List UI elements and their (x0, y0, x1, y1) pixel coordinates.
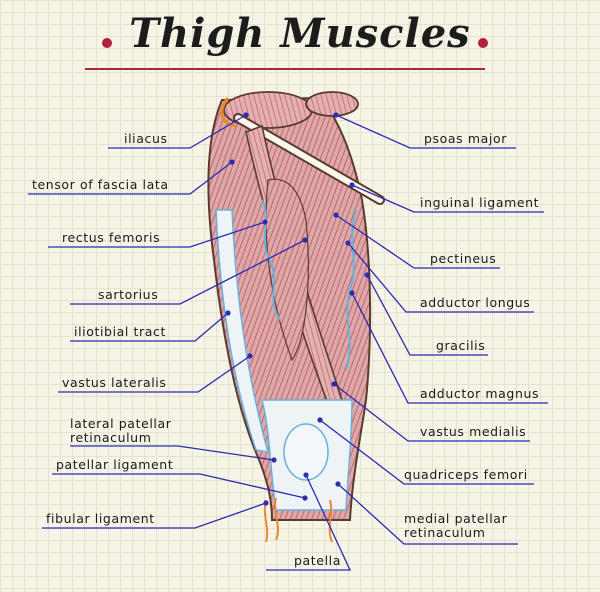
leader-vastus-lateralis (58, 355, 251, 393)
dot-med-retinaculum (335, 481, 341, 487)
leader-quadriceps (319, 419, 534, 485)
tendon-wave-1 (261, 199, 281, 321)
label-lateral-patellar-retinaculum-2: retinaculum (70, 430, 152, 445)
dot-vastus-lateralis (247, 353, 253, 359)
label-iliotibial-tract: iliotibial tract (74, 324, 167, 339)
dot-lat-retinaculum (271, 457, 277, 463)
dot-vastus-medialis (331, 381, 337, 387)
label-tensor-fascia-lata: tensor of fascia lata (32, 177, 169, 192)
leader-adductor-longus (347, 242, 534, 313)
title-dot-right (478, 38, 488, 48)
label-vastus-lateralis: vastus lateralis (62, 375, 167, 390)
title-dot-left (102, 38, 112, 48)
label-quadriceps-femori: quadriceps femori (404, 467, 528, 482)
dot-adductor-longus (345, 240, 351, 246)
leader-psoas (335, 114, 516, 149)
leader-iliotibial (70, 312, 229, 342)
leader-sartorius (70, 239, 306, 305)
leader-vastus-medialis (333, 383, 530, 442)
page-title: Thigh Muscles (129, 10, 471, 57)
label-sartorius: sartorius (98, 287, 159, 302)
label-patella: patella (294, 553, 341, 568)
label-adductor-longus: adductor longus (420, 295, 531, 310)
leader-dots (225, 112, 370, 506)
medial-ligament-shape (328, 499, 333, 543)
label-patellar-ligament: patellar ligament (56, 457, 174, 472)
leader-patella (266, 474, 352, 571)
leader-gracilis (366, 274, 488, 356)
dot-inguinal (349, 182, 355, 188)
dot-adductor-magnus (349, 290, 355, 296)
psoas-major-muscle (305, 91, 359, 117)
leader-patellar-lig (52, 473, 306, 499)
label-lateral-patellar-retinaculum-1: lateral patellar (70, 416, 172, 431)
label-adductor-magnus: adductor magnus (420, 386, 540, 401)
leader-pectineus (335, 214, 500, 269)
leader-tensor (28, 161, 233, 195)
label-fibular-ligament: fibular ligament (46, 511, 155, 526)
label-inguinal-ligament: inguinal ligament (420, 195, 540, 210)
leader-lat-retinaculum (70, 445, 275, 461)
dot-patellar-lig (302, 495, 308, 501)
label-iliacus: iliacus (124, 131, 168, 146)
dot-sartorius (302, 237, 308, 243)
label-pectineus: pectineus (430, 251, 497, 266)
label-rectus-femoris: rectus femoris (62, 230, 161, 245)
label-medial-patellar-retinaculum-2: retinaculum (404, 525, 486, 540)
dot-tensor (229, 159, 235, 165)
label-vastus-medialis: vastus medialis (420, 424, 527, 439)
title-underline (85, 68, 485, 70)
dot-gracilis (364, 272, 370, 278)
iliac-crest (220, 97, 237, 128)
leader-lines (28, 114, 548, 571)
dot-iliotibial (225, 310, 231, 316)
label-psoas-major: psoas major (424, 131, 507, 146)
dot-psoas (333, 112, 339, 118)
tendon-wave-2 (345, 209, 357, 371)
dot-patella (303, 472, 309, 478)
dot-rectus (262, 219, 268, 225)
iliotibial-tract-shape (215, 209, 270, 453)
leader-fibular (42, 502, 267, 529)
leader-iliacus (108, 114, 247, 149)
dot-iliacus (243, 112, 249, 118)
leader-rectus (48, 221, 266, 248)
patella-shape (283, 423, 329, 481)
dot-pectineus (333, 212, 339, 218)
leader-adductor-magnus (351, 292, 548, 404)
label-gracilis: gracilis (436, 338, 486, 353)
dot-quadriceps (317, 417, 323, 423)
leader-med-retinaculum (337, 483, 518, 545)
leader-inguinal (351, 184, 544, 213)
dot-fibular (263, 500, 269, 506)
label-medial-patellar-retinaculum-1: medial patellar (404, 511, 508, 526)
